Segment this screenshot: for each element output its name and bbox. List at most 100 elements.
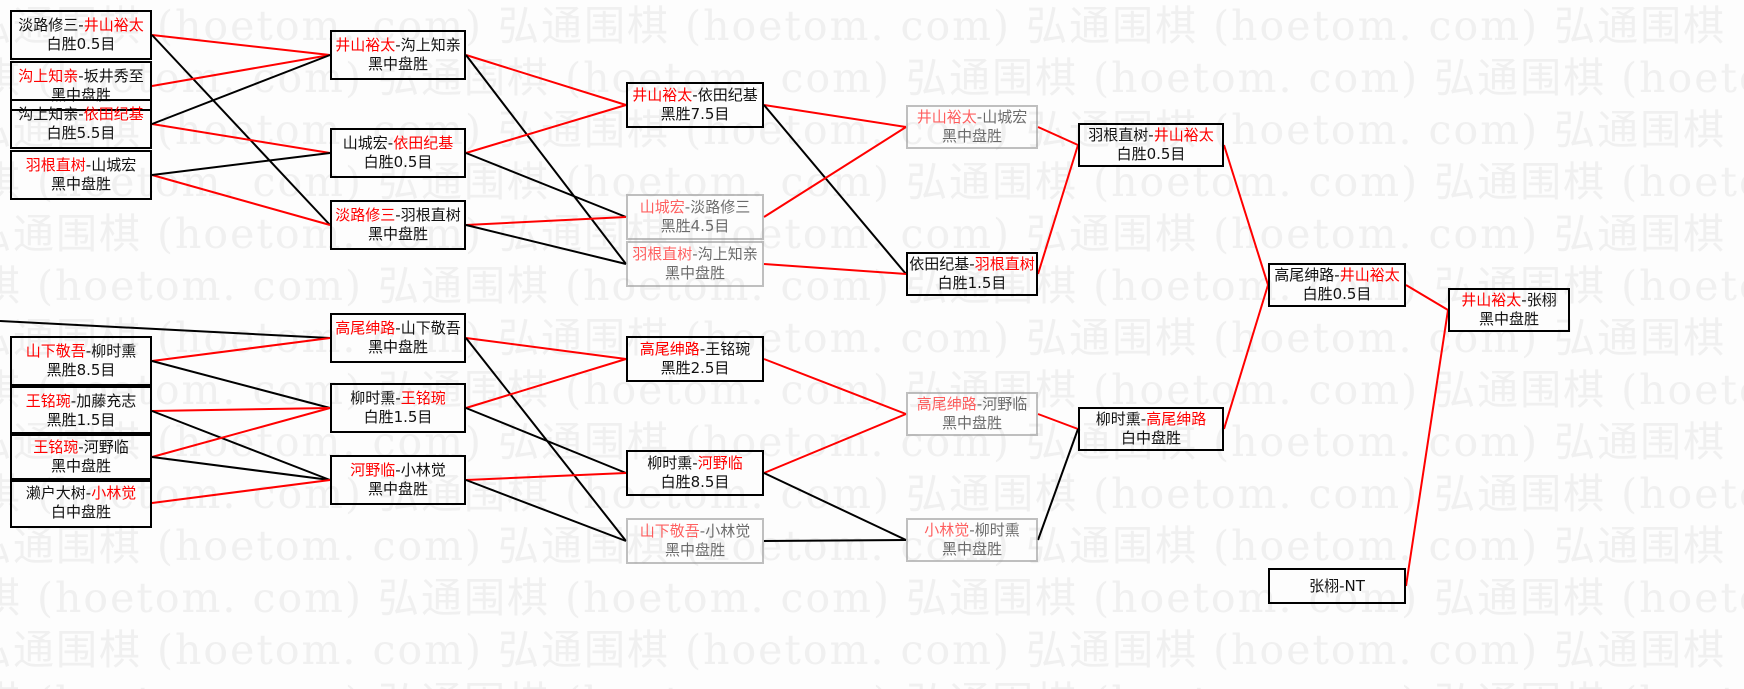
match-players: 柳时熏-王铭琬 [350,389,445,408]
player-separator: - [70,392,77,411]
match-node[interactable]: 高尾绅路-河野临黑中盘胜 [906,392,1038,436]
match-node[interactable]: 山城宏-淡路修三黑胜4.5目 [626,194,764,240]
winner-link [465,337,627,360]
match-players: 井山裕太-山城宏 [917,108,1027,127]
winner-link [1223,284,1269,430]
player-left: 沟上知亲 [18,105,79,124]
match-node[interactable]: 柳时熏-王铭琬白胜1.5目 [330,383,466,433]
player-left: 小林觉 [924,521,970,540]
player-left: 井山裕太 [1461,291,1522,310]
match-players: 依田纪基-羽根直树 [909,255,1034,274]
player-separator: - [395,389,401,408]
winner-link [763,263,907,275]
player-left: 濑户大树 [25,484,86,503]
match-result: 白胜5.5目 [46,124,116,142]
match-node[interactable]: 张栩-NT [1268,568,1406,604]
match-node[interactable]: 濑户大树-小林觉白中盘胜 [10,478,152,528]
winner-link [465,216,627,226]
player-left: 井山裕太 [916,108,977,127]
player-right: 小林觉 [705,522,751,541]
match-node[interactable]: 山下敬吾-柳时熏黑胜8.5目 [10,336,152,386]
match-players: 淡路修三-井山裕太 [18,16,143,35]
player-left: 高尾绅路 [916,395,977,414]
player-separator: - [969,255,975,274]
player-left: 山下敬吾 [639,522,700,541]
player-right: 依田纪基 [393,134,454,153]
match-players: 河野临-小林觉 [350,461,445,480]
seed-line-top [0,320,331,339]
match-players: 高尾绅路-山下敬吾 [335,319,460,338]
player-separator: - [395,461,401,480]
match-node[interactable]: 羽根直树-井山裕太白胜0.5目 [1078,123,1224,167]
player-separator: - [78,105,84,124]
match-node[interactable]: 沟上知亲-依田纪基白胜5.5目 [10,99,152,149]
winner-link [465,54,627,106]
match-result: 黑中盘胜 [664,264,725,282]
player-right: 依田纪基 [83,105,144,124]
winner-link [151,34,331,56]
match-node[interactable]: 高尾绅路-山下敬吾黑中盘胜 [330,313,466,363]
match-players: 井山裕太-依田纪基 [632,86,757,105]
match-players: 羽根直树-井山裕太 [1088,126,1213,145]
match-node[interactable]: 井山裕太-沟上知亲黑中盘胜 [330,30,466,80]
player-separator: - [78,67,84,86]
player-right: 井山裕太 [1153,126,1214,145]
winner-link [763,126,907,218]
player-right: 沟上知亲 [697,245,758,264]
loser-link [151,360,331,409]
player-left: 柳时熏 [350,389,396,408]
match-node[interactable]: 高尾绅路-王铭琬黑胜2.5目 [626,336,764,382]
match-node[interactable]: 依田纪基-羽根直树白胜1.5目 [906,252,1038,296]
match-result: 黑中盘胜 [1478,310,1539,328]
match-result: 黑中盘胜 [941,127,1002,145]
player-separator: - [969,521,975,540]
match-node[interactable]: 柳时熏-河野临白胜8.5目 [626,450,764,496]
match-players: 高尾绅路-河野临 [917,395,1027,414]
player-right: 坂井秀至 [83,67,144,86]
loser-link [465,479,627,542]
match-node[interactable]: 山下敬吾-小林觉黑中盘胜 [626,518,764,564]
match-node[interactable]: 羽根直树-沟上知亲黑中盘胜 [626,241,764,287]
match-players: 小林觉-柳时熏 [924,521,1019,540]
player-left: 山下敬吾 [25,342,86,361]
match-players: 沟上知亲-依田纪基 [18,105,143,124]
player-right: 王铭琬 [400,389,446,408]
player-left: 井山裕太 [632,86,693,105]
player-separator: - [387,134,394,153]
match-result: 黑中盘胜 [367,480,428,498]
match-players: 羽根直树-山城宏 [26,156,136,175]
player-right: 井山裕太 [1339,266,1400,285]
match-node[interactable]: 羽根直树-山城宏黑中盘胜 [10,150,152,200]
winner-link [1405,284,1449,311]
match-result: 黑中盘胜 [367,55,428,73]
winner-link [1405,309,1449,587]
player-right: 淡路修三 [690,198,751,217]
match-result: 白中盘胜 [50,503,111,521]
player-separator: - [692,454,698,473]
match-node[interactable]: 王铭琬-加藤充志黑胜1.5目 [10,386,152,436]
match-result: 黑中盘胜 [941,540,1002,558]
match-node[interactable]: 河野临-小林觉黑中盘胜 [330,455,466,505]
player-left: 羽根直树 [25,156,86,175]
winner-link [763,358,907,415]
match-players: 王铭琬-加藤充志 [26,392,136,411]
player-separator: - [692,86,698,105]
winner-link [151,479,331,504]
match-node[interactable]: 王铭琬-河野临黑中盘胜 [10,432,152,482]
match-node[interactable]: 井山裕太-依田纪基黑胜7.5目 [626,82,764,128]
match-node[interactable]: 井山裕太-张栩黑中盘胜 [1448,288,1570,332]
match-node[interactable]: 高尾绅路-井山裕太白胜0.5目 [1268,263,1406,307]
player-separator: - [78,438,84,457]
match-node[interactable]: 柳时熏-高尾绅路白中盘胜 [1078,407,1224,451]
winner-link [1037,144,1079,275]
match-node[interactable]: 淡路修三-井山裕太白胜0.5目 [10,10,152,60]
match-node[interactable]: 山城宏-依田纪基白胜0.5目 [330,128,466,178]
match-node[interactable]: 井山裕太-山城宏黑中盘胜 [906,105,1038,149]
match-result: 黑胜8.5目 [46,361,116,379]
player-left: 羽根直树 [632,245,693,264]
match-players: 王铭琬-河野临 [33,438,128,457]
match-node[interactable]: 小林觉-柳时熏黑中盘胜 [906,518,1038,562]
match-node[interactable]: 淡路修三-羽根直树黑中盘胜 [330,200,466,250]
match-result: 黑胜4.5目 [660,217,730,235]
